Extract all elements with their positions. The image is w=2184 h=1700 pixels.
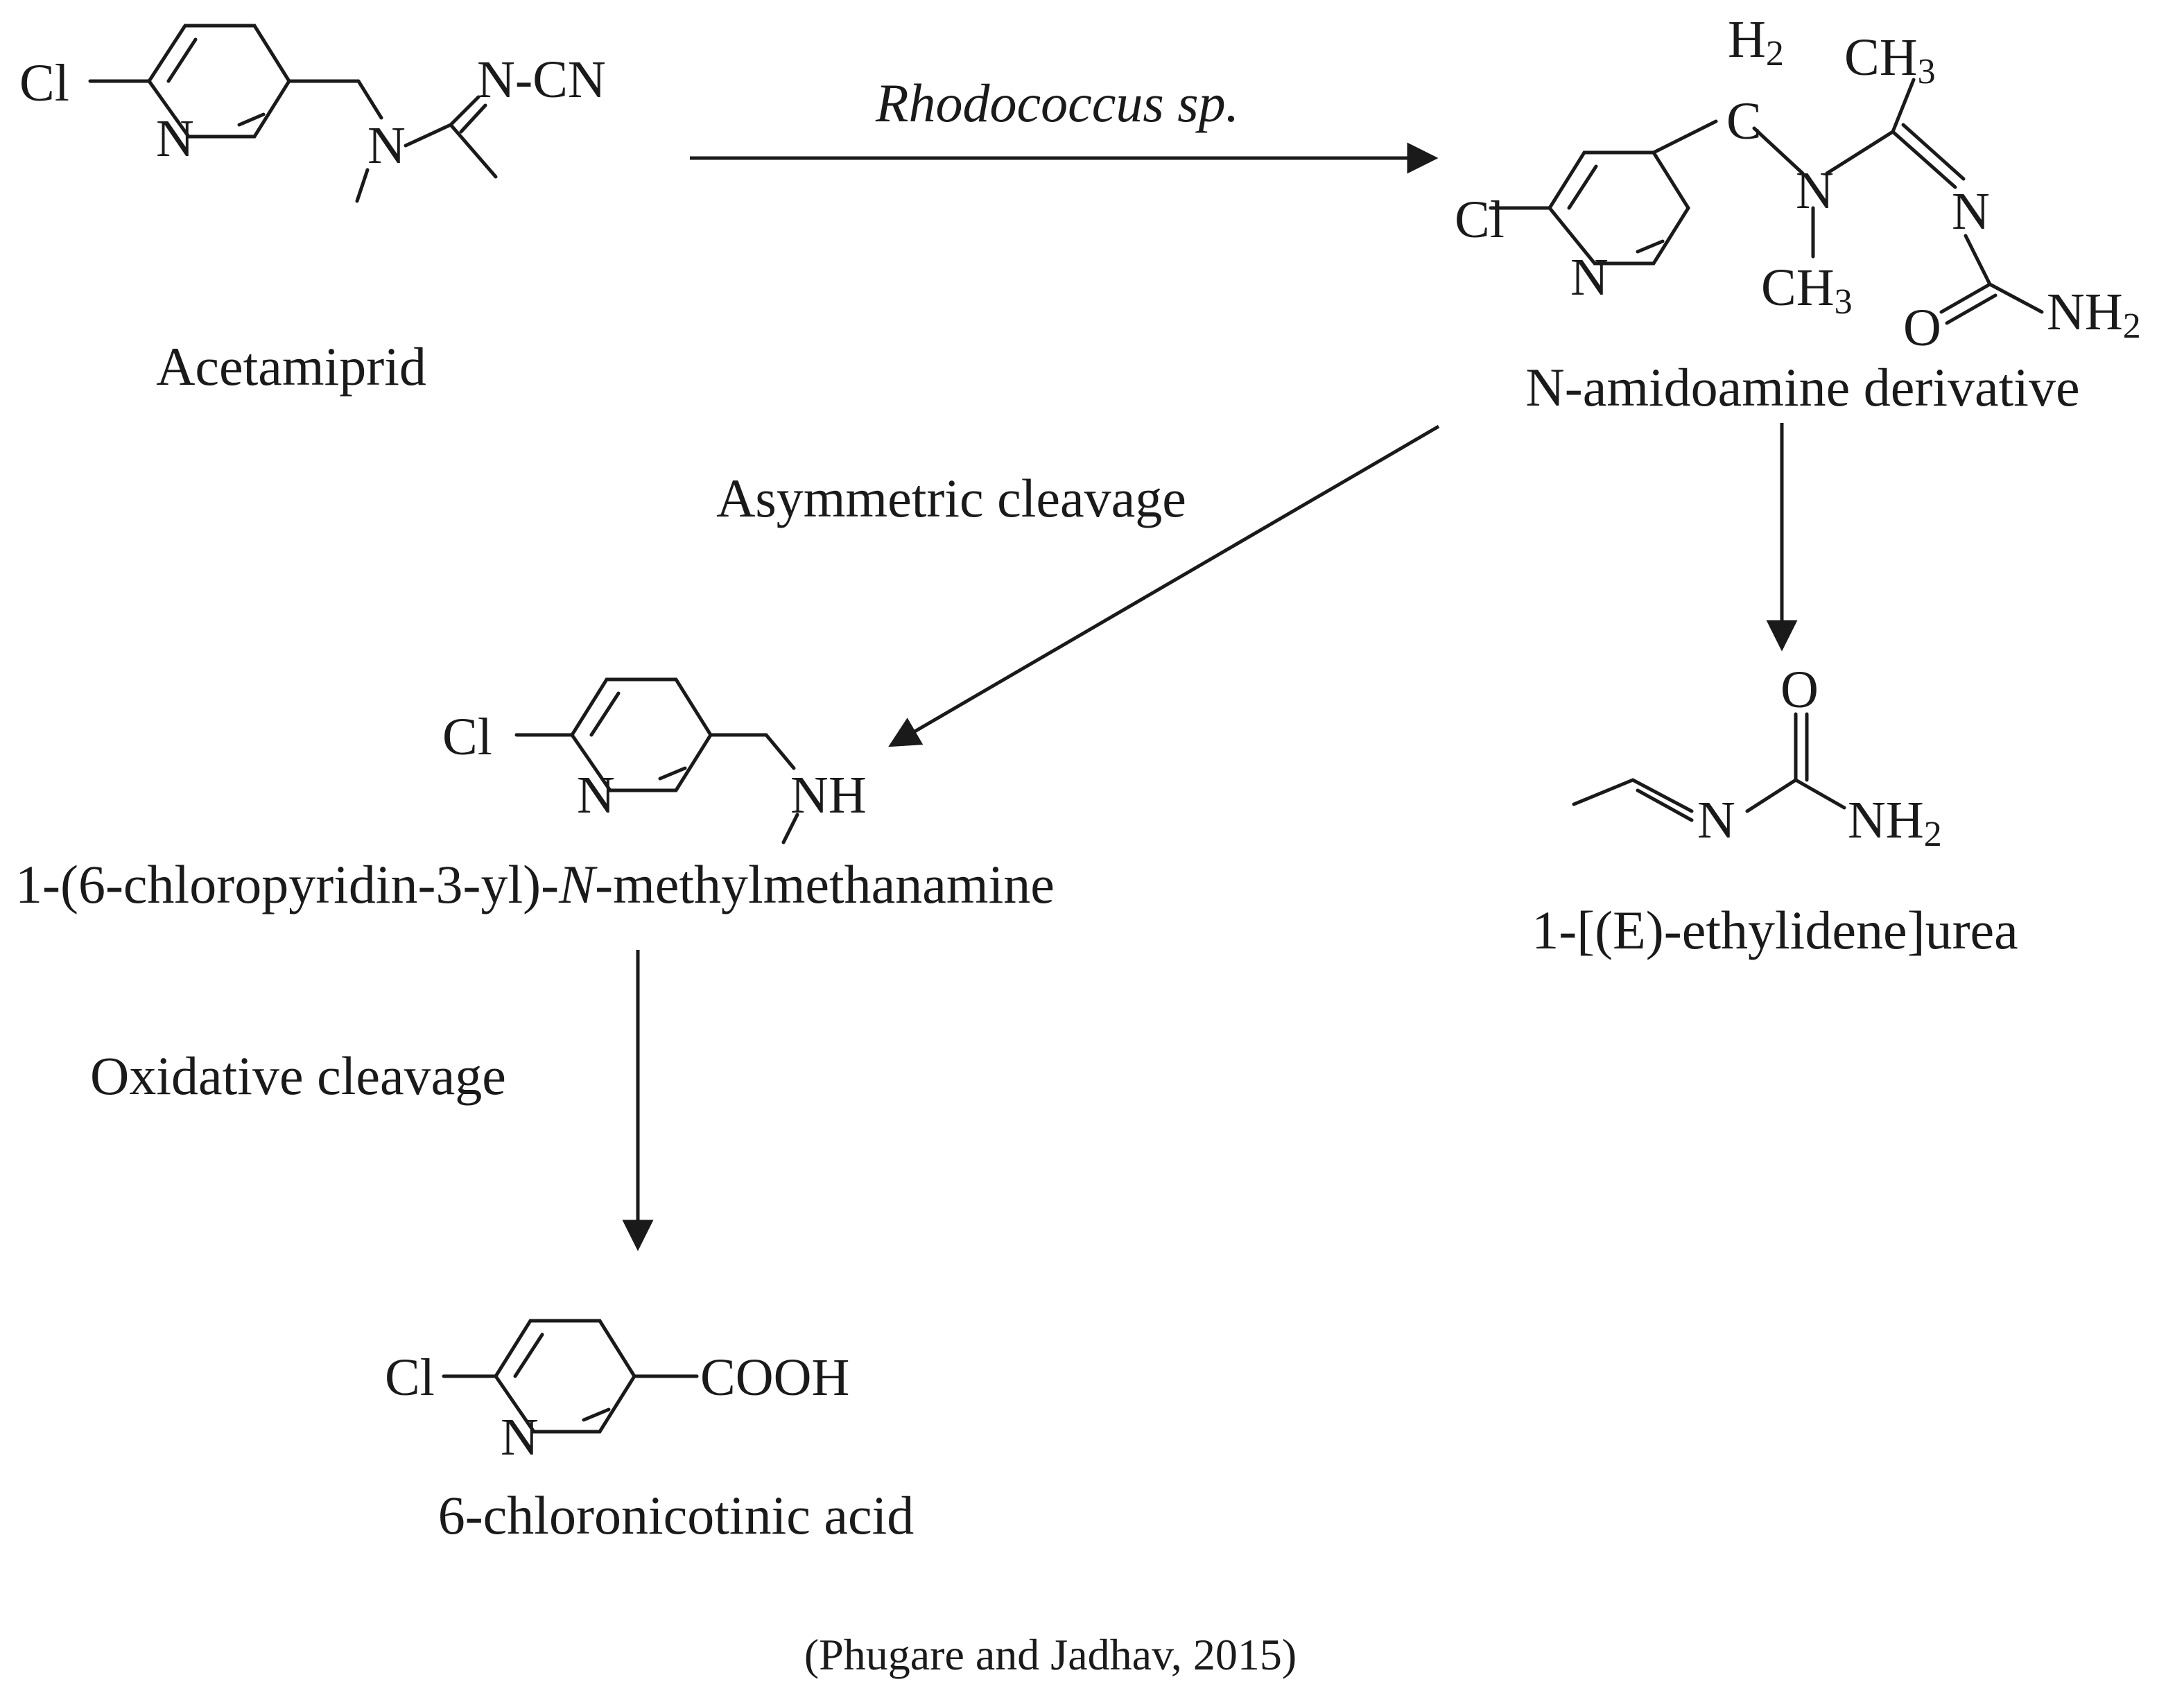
- chlorine-label: Cl: [385, 1348, 435, 1407]
- amine-nitrogen-label: N: [367, 116, 406, 175]
- carboxyl-group-label: COOH: [700, 1348, 849, 1407]
- chloronicotinic-acid-structure: Cl N COOH: [385, 1319, 849, 1466]
- pyridine-nitrogen-label: N: [156, 110, 194, 168]
- carbonyl-oxygen-label: O: [1780, 661, 1819, 719]
- chlorine-label: Cl: [19, 54, 69, 112]
- methanamine-structure: Cl N NH: [442, 677, 867, 844]
- chlorine-label: Cl: [442, 708, 492, 766]
- nh-label: NH: [790, 766, 867, 824]
- amidoamine-name: N-amidoamine derivative: [1525, 357, 2079, 417]
- n-methyl-label: CH3: [1761, 259, 1853, 322]
- pyridine-nitrogen-label: N: [577, 766, 615, 824]
- amidoamine-structure: Cl N C H2 N CH3 CH3 N O NH2: [1455, 10, 2141, 357]
- carbonyl-oxygen-label: O: [1903, 299, 1941, 357]
- asymmetric-cleavage-label: Asymmetric cleavage: [716, 468, 1186, 528]
- amine-nitrogen-label: N: [1796, 162, 1834, 220]
- citation: (Phugare and Jadhav, 2015): [804, 1630, 1297, 1679]
- methylene-hydrogen-label: H2: [1728, 10, 1784, 73]
- pyridine-nitrogen-label: N: [501, 1408, 539, 1466]
- imine-nitrogen-label: N: [1697, 791, 1735, 849]
- amino-group-label: NH2: [1848, 791, 1942, 854]
- step2-arrow: [888, 424, 1440, 747]
- pyridine-nitrogen-label: N: [1570, 248, 1609, 306]
- c-methyl-label: CH3: [1844, 28, 1936, 92]
- ethylideneurea-structure: N O NH2: [1572, 661, 1942, 854]
- imine-nitrogen-label: N: [1952, 182, 1990, 241]
- ethylideneurea-name: 1-[(E)-ethylidene]urea: [1532, 900, 2018, 960]
- rhodococcus-label: Rhodococcus sp.: [875, 73, 1239, 133]
- amino-group-label: NH2: [2047, 283, 2141, 346]
- imine-nitrogen-cyano-label: N-CN: [477, 51, 606, 109]
- chlorine-label: Cl: [1455, 191, 1505, 249]
- chloronicotinic-name: 6-chloronicotinic acid: [438, 1485, 915, 1545]
- acetamiprid-name: Acetamiprid: [156, 336, 426, 397]
- acetamiprid-structure: Cl N N N-CN: [19, 24, 606, 203]
- methylene-carbon-label: C: [1726, 92, 1762, 150]
- oxidative-cleavage-label: Oxidative cleavage: [90, 1046, 506, 1106]
- methanamine-name: 1-(6-chloropyridin-3-yl)-N-methylmethana…: [15, 854, 1055, 914]
